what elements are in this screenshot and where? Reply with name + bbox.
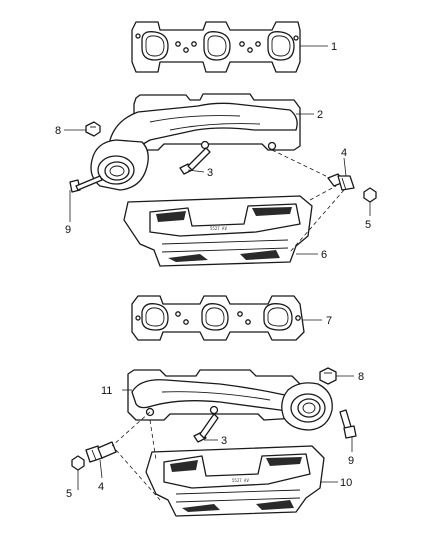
exhaust-manifold-upper [90,93,301,191]
callout-2: 2 [317,109,323,121]
callout-9-upper: 9 [65,224,71,236]
svg-text:5527 AV: 5527 AV [232,478,249,483]
gasket-lower [131,295,305,341]
callout-4-upper: 4 [341,147,347,159]
callout-3-upper: 3 [207,167,213,179]
callout-4-lower: 4 [98,481,104,493]
callout-8-lower: 8 [358,371,364,383]
nut-small-upper [363,187,377,203]
callout-1: 1 [331,41,337,53]
callout-3-lower: 3 [221,435,227,447]
callout-8-upper: 8 [55,125,61,137]
heat-shield-upper: 5527 AV [123,195,313,267]
nut-lower [319,367,337,385]
callout-labels: 1 2 8 3 4 5 9 6 7 11 8 3 9 5 4 10 [55,41,371,500]
svg-text:5527 AV: 5527 AV [210,226,227,231]
callout-5-lower: 5 [66,488,72,500]
callout-9-lower: 9 [348,455,354,467]
exhaust-manifold-lower [127,369,333,431]
callout-7: 7 [326,315,332,327]
bolt-upper-left [69,175,103,193]
oxygen-sensor-upper [327,173,355,191]
oxygen-sensor-lower [85,441,117,463]
bolt-lower-right [339,409,357,439]
nut-upper [85,121,101,137]
leader-lines [64,45,371,490]
callout-11: 11 [101,385,112,397]
nut-small-lower [71,455,85,471]
callout-5-upper: 5 [365,219,371,231]
callout-10: 10 [340,477,352,489]
bolt-lower-center [193,413,219,443]
callout-6: 6 [321,249,327,261]
bolt-upper-center [179,147,211,175]
heat-shield-lower: 5527 AV [145,445,325,517]
assembly-dashed-lines [111,149,345,501]
gasket-upper [131,21,301,73]
